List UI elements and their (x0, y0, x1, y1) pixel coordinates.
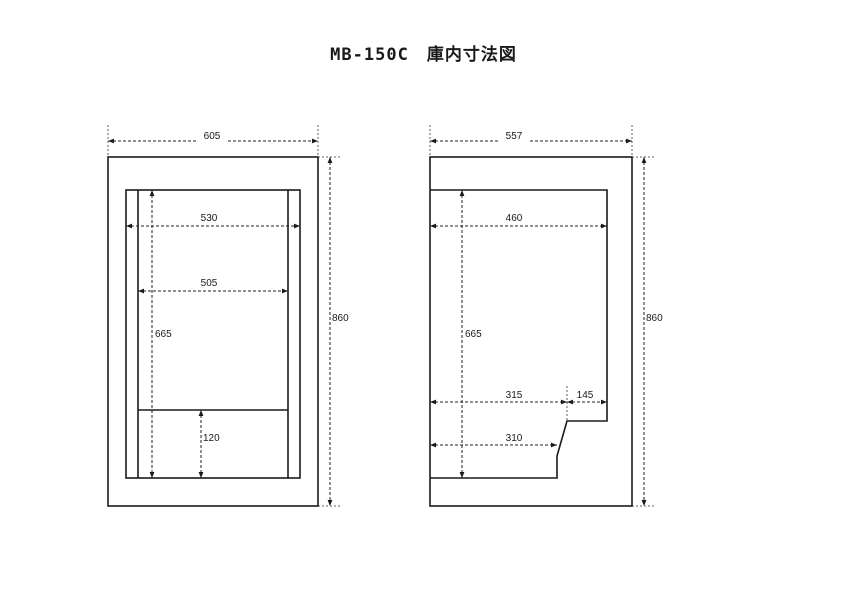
side-lower-step-depth-label: 310 (506, 433, 523, 444)
front-outer-width-label: 605 (204, 131, 221, 142)
side-inner-depth-label: 460 (506, 213, 523, 224)
front-outer-height-label: 860 (332, 313, 349, 324)
side-upper-step-depth-label: 315 (506, 390, 523, 401)
side-view: 557 860 460 665 315 145 310 (429, 125, 663, 507)
page-title: MB-150C 庫内寸法図 (330, 45, 517, 65)
front-inner-width-lower-label: 505 (201, 278, 218, 289)
side-inner-profile (430, 189, 608, 479)
front-outer-outline (107, 156, 319, 507)
side-inner-height-label: 665 (465, 329, 482, 340)
side-step-width-label: 145 (577, 390, 594, 401)
front-inner-frame (125, 189, 301, 479)
front-bottom-height-label: 120 (203, 433, 220, 444)
side-outer-outline (429, 156, 633, 507)
front-inner-height-label: 665 (155, 329, 172, 340)
front-view: 605 860 530 505 665 120 (107, 125, 349, 507)
side-outer-depth-label: 557 (506, 131, 523, 142)
front-inner-width-upper-label: 530 (201, 213, 218, 224)
side-outer-height-label: 860 (646, 313, 663, 324)
